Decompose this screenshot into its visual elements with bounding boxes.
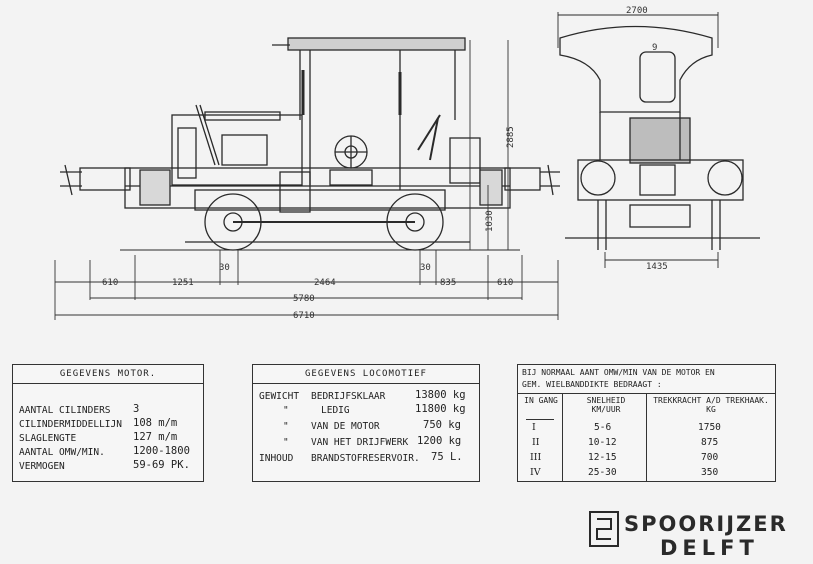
motor-row-value: 108 m/m <box>133 417 178 429</box>
loco-row-label: BRANDSTOFRESERVOIR. <box>311 453 420 464</box>
dim-1435: 1435 <box>646 262 668 272</box>
dim-30-right: 30 <box>420 263 431 273</box>
speed-data-box: BIJ NORMAAL AANT OMW/MIN VAN DE MOTOR EN… <box>517 364 776 482</box>
side-buffers <box>60 164 560 196</box>
loco-row-value: 750 kg <box>423 419 461 431</box>
loco-row-prefix: GEWICHT <box>259 391 300 402</box>
dim-610-left: 610 <box>102 278 118 288</box>
speed-note-line2: GEM. WIELBANDDIKTE BEDRAAGT : <box>522 380 662 389</box>
logo-line2: DELFT <box>660 536 759 560</box>
svg-text:9: 9 <box>652 43 657 53</box>
motor-row-value: 1200-1800 <box>133 445 190 457</box>
speed-note-line1: BIJ NORMAAL AANT OMW/MIN VAN DE MOTOR EN <box>522 368 715 377</box>
motor-row-label: VERMOGEN <box>19 461 65 472</box>
motor-row-label: AANTAL OMW/MIN. <box>19 447 105 458</box>
speed-gang-value: IV <box>530 467 541 478</box>
speed-snelheid-value: 12-15 <box>588 452 617 463</box>
speed-trek-value: 1750 <box>698 422 721 433</box>
loco-row-value: 75 L. <box>431 451 463 463</box>
logo-line1: SPOORIJZER <box>624 512 788 536</box>
dim-6710: 6710 <box>293 311 315 321</box>
side-hood <box>171 104 303 186</box>
motor-row-value: 127 m/m <box>133 431 178 443</box>
speed-gang-value: II <box>532 437 540 448</box>
dim-30-left: 30 <box>219 263 230 273</box>
end-view: 9 <box>557 12 760 268</box>
motor-row-label: CILINDERMIDDELLIJN <box>19 419 122 430</box>
dim-1030: 1030 <box>485 210 495 232</box>
side-dimension-lines <box>54 40 559 320</box>
speed-gang-value: I <box>532 422 536 433</box>
loco-row-value: 13800 kg <box>415 389 466 401</box>
side-frame <box>79 167 541 213</box>
loco-row-prefix: " <box>283 405 289 416</box>
dim-835: 835 <box>440 278 456 288</box>
locomotive-data-box: GEGEVENS LOCOMOTIEF GEWICHT BEDRIJFSKLAA… <box>252 364 480 482</box>
loco-row-prefix: " <box>283 437 289 448</box>
loco-row-label: VAN DE MOTOR <box>311 421 380 432</box>
dim-2700: 2700 <box>626 6 648 16</box>
motor-row-label: SLAGLENGTE <box>19 433 77 444</box>
speed-trek-value: 875 <box>701 437 719 448</box>
loco-row-value: 11800 kg <box>415 403 466 415</box>
dim-5780: 5780 <box>293 294 315 304</box>
speed-head-gang: IN GANG <box>524 396 558 405</box>
side-wheels <box>185 193 470 251</box>
motor-row-value: 3 <box>133 403 140 415</box>
loco-row-label: LEDIG <box>321 405 350 416</box>
motor-title: GEGEVENS MOTOR. <box>13 365 203 384</box>
speed-snelheid-value: 5-6 <box>594 422 612 433</box>
dim-2885: 2885 <box>506 126 516 148</box>
motor-data-box: GEGEVENS MOTOR. AANTAL CILINDERS 3 CILIN… <box>12 364 204 482</box>
dim-610-right: 610 <box>497 278 513 288</box>
loco-row-label: BEDRIJFSKLAAR <box>311 391 386 402</box>
side-roof <box>272 37 466 190</box>
speed-gang-value: III <box>530 452 542 463</box>
speed-snelheid-value: 25-30 <box>588 467 617 478</box>
locomotive-title: GEGEVENS LOCOMOTIEF <box>253 365 479 384</box>
dim-2464: 2464 <box>314 278 336 288</box>
motor-row-label: AANTAL CILINDERS <box>19 405 111 416</box>
dim-1251: 1251 <box>172 278 194 288</box>
speed-trek-value: 700 <box>701 452 719 463</box>
speed-snelheid-value: 10-12 <box>588 437 617 448</box>
side-rear-box <box>449 137 481 184</box>
speed-head-snelheid: SNELHEID KM/UUR <box>586 396 626 414</box>
loco-row-prefix: " <box>283 421 289 432</box>
spoorijzer-logo-icon <box>589 511 619 547</box>
loco-row-value: 1200 kg <box>417 435 462 447</box>
motor-row-value: 59-69 PK. <box>133 459 190 471</box>
side-brake-wheel <box>329 135 373 186</box>
loco-row-label: VAN HET DRIJFWERK <box>311 437 409 448</box>
loco-row-prefix: INHOUD <box>259 453 294 464</box>
speed-trek-value: 350 <box>701 467 719 478</box>
speed-head-trek: TREKKRACHT A/D TREKHAAK. KG <box>653 396 769 414</box>
